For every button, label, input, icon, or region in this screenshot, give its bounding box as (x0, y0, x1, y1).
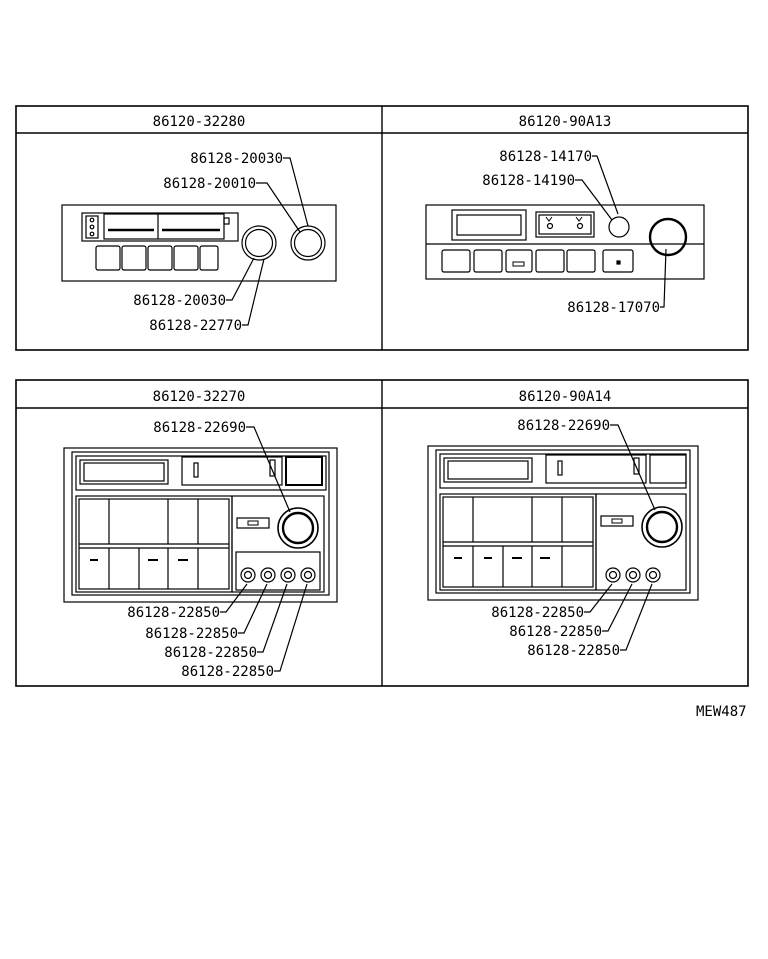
radio-unit-drawing (427, 445, 699, 601)
radio-unit-drawing (63, 447, 338, 603)
callout-label: 86128-20010 (163, 176, 256, 192)
leader-lines (584, 424, 656, 651)
callout-label: 86128-22690 (517, 418, 610, 434)
callout-label: 86128-22850 (181, 664, 274, 680)
reference-code: MEW487 (696, 704, 747, 720)
leader-lines (575, 155, 667, 308)
callout-label: 86128-20030 (133, 293, 226, 309)
callout-label: 86128-22850 (509, 624, 602, 640)
top-table (15, 105, 749, 351)
leader-lines (226, 157, 309, 326)
panel-title: 86120-90A14 (519, 389, 612, 405)
callout-label: 86128-14190 (482, 173, 575, 189)
callout-label: 86128-22770 (149, 318, 242, 334)
panel-title: 86120-32270 (153, 389, 246, 405)
callout-label: 86128-22850 (491, 605, 584, 621)
callout-label: 86128-22850 (127, 605, 220, 621)
radio-unit-drawing (425, 204, 705, 280)
leader-lines (220, 426, 308, 672)
callout-label: 86128-17070 (567, 300, 660, 316)
callout-label: 86128-22690 (153, 420, 246, 436)
callout-label: 86128-22850 (164, 645, 257, 661)
callout-label: 86128-22850 (145, 626, 238, 642)
panel-title: 86120-32280 (153, 114, 246, 130)
radio-unit-drawing (61, 204, 337, 282)
panel-title: 86120-90A13 (519, 114, 612, 130)
callout-label: 86128-22850 (527, 643, 620, 659)
callout-label: 86128-20030 (190, 151, 283, 167)
callout-label: 86128-14170 (499, 149, 592, 165)
bottom-table (15, 379, 749, 687)
